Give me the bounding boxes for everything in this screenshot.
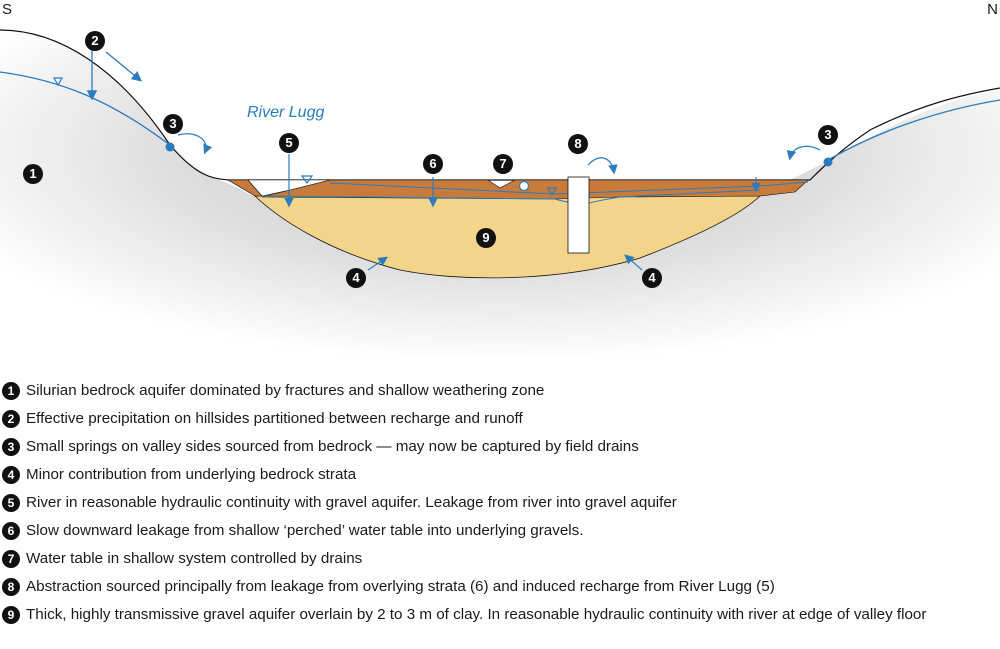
bedrock-contribution-arrow-left <box>367 256 388 271</box>
legend: 1 Silurian bedrock aquifer dominated by f… <box>0 382 1000 624</box>
marker-7: 7 <box>493 154 513 174</box>
bedrock-contribution-arrow-right <box>624 254 643 271</box>
legend-number: 7 <box>2 550 20 568</box>
legend-text: Water table in shallow system controlled… <box>26 550 363 567</box>
marker-1: 1 <box>23 164 43 184</box>
clay-layer-main <box>261 179 809 200</box>
legend-text: Thick, highly transmissive gravel aquife… <box>26 606 927 623</box>
marker-3-north: 3 <box>818 125 838 145</box>
water-table-hill-north <box>827 99 1000 161</box>
cross-section-diagram: S N River Lugg 1 2 3 3 4 4 5 6 7 8 9 <box>0 1 1000 380</box>
marker-6: 6 <box>423 154 443 174</box>
river-label: River Lugg <box>247 104 325 121</box>
legend-text: Abstraction sourced principally from lea… <box>26 578 775 595</box>
legend-number: 9 <box>2 606 20 624</box>
spring-south <box>165 142 175 152</box>
marker-9: 9 <box>476 228 496 248</box>
marker-5: 5 <box>279 133 299 153</box>
legend-item: 5 River in reasonable hydraulic continuit… <box>0 494 1000 512</box>
legend-text: Silurian bedrock aquifer dominated by fr… <box>26 382 545 399</box>
marker-3-south: 3 <box>163 114 183 134</box>
legend-number: 3 <box>2 438 20 456</box>
legend-text: Effective precipitation on hillsides par… <box>26 410 523 427</box>
water-table-symbol-drain <box>546 187 558 197</box>
legend-number: 5 <box>2 494 20 512</box>
abstraction-arrow <box>587 157 618 175</box>
legend-item: 4 Minor contribution from underlying bedr… <box>0 466 1000 484</box>
legend-number: 8 <box>2 578 20 596</box>
marker-4-right: 4 <box>642 268 662 288</box>
legend-text: Slow downward leakage from shallow ‘perc… <box>26 522 584 539</box>
legend-text: Minor contribution from underlying bedro… <box>26 466 357 483</box>
legend-number: 6 <box>2 522 20 540</box>
water-table-symbol-hill <box>52 77 64 87</box>
compass-north-label: N <box>987 1 998 18</box>
legend-item: 9 Thick, highly transmissive gravel aquif… <box>0 606 1000 624</box>
spring-north-arrow <box>786 145 821 161</box>
legend-item: 7 Water table in shallow system controlle… <box>0 550 1000 568</box>
marker-8: 8 <box>568 134 588 154</box>
abstraction-well <box>567 176 590 254</box>
marker-2: 2 <box>85 31 105 51</box>
water-table-symbol-river <box>300 175 314 185</box>
legend-item: 3 Small springs on valley sides sourced f… <box>0 438 1000 456</box>
drain-symbol <box>518 180 530 192</box>
legend-number: 4 <box>2 466 20 484</box>
runoff-arrow <box>105 51 143 82</box>
legend-item: 8 Abstraction sourced principally from le… <box>0 578 1000 596</box>
perched-water-table <box>329 181 809 195</box>
water-table-hill-south <box>0 71 171 146</box>
legend-text: River in reasonable hydraulic continuity… <box>26 494 677 511</box>
spring-north <box>823 157 833 167</box>
cross-section-svg <box>0 29 1000 380</box>
legend-number: 2 <box>2 410 20 428</box>
marker-4-left: 4 <box>346 268 366 288</box>
legend-item: 2 Effective precipitation on hillsides pa… <box>0 410 1000 428</box>
legend-item: 1 Silurian bedrock aquifer dominated by f… <box>0 382 1000 400</box>
legend-text: Small springs on valley sides sourced fr… <box>26 438 639 455</box>
compass-south-label: S <box>2 1 13 18</box>
legend-number: 1 <box>2 382 20 400</box>
spring-south-arrow <box>177 133 213 155</box>
legend-item: 6 Slow downward leakage from shallow ‘per… <box>0 522 1000 540</box>
